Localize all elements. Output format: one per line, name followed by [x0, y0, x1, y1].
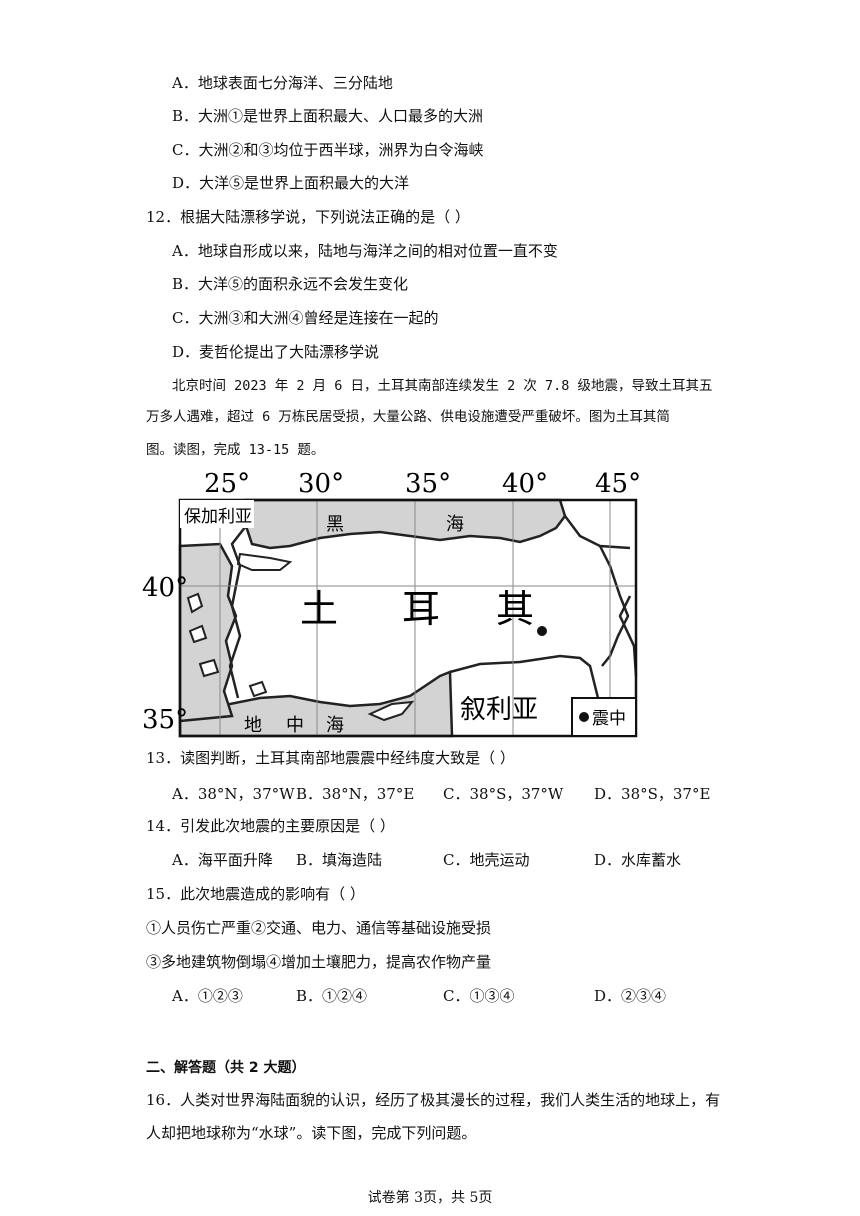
med-label-1: 地 [244, 715, 262, 736]
q11-option-d: D．大洋⑤是世界上面积最大的大洋 [172, 174, 410, 192]
lon-label-45: 45° [595, 469, 640, 499]
passage-line-1: 北京时间 2023 年 2 月 6 日，土耳其南部连续发生 2 次 7.8 级地… [172, 378, 713, 394]
gridlines [180, 500, 636, 736]
q14-stem: 14．引发此次地震的主要原因是（ ） [146, 817, 395, 835]
q14-option-d: D．水库蓄水 [594, 851, 682, 869]
q14-option-c: C．地壳运动 [443, 851, 530, 869]
med-label-2: 中 [286, 715, 304, 736]
q15-option-c: C．①③④ [443, 987, 515, 1005]
epicenter-marker [537, 626, 547, 636]
black-sea-area [243, 498, 567, 550]
q11-option-b: B．大洲①是世界上面积最大、人口最多的大洲 [172, 107, 484, 125]
q15-option-b: B．①②④ [296, 987, 368, 1005]
q12-option-c: C．大洲③和大洲④曾经是连接在一起的 [172, 309, 439, 327]
cyprus [367, 700, 415, 722]
island [186, 592, 204, 614]
q15-stem: 15．此次地震造成的影响有（ ） [146, 885, 365, 903]
legend-epicenter-icon [579, 712, 589, 722]
map-frame [178, 498, 638, 738]
q16-line-1: 16．人类对世界海陆面貌的认识，经历了极其漫长的过程，我们人类生活的地球上，有 [146, 1091, 721, 1109]
q15-statement-1: ①人员伤亡严重②交通、电力、通信等基础设施受损 [146, 919, 492, 937]
syria-label: 叙利亚 [460, 695, 538, 725]
q14-option-a: A．海平面升降 [172, 851, 273, 869]
aegean-sea-area [178, 542, 238, 723]
q16-line-2: 人却把地球称为“水球”。读下图，完成下列问题。 [146, 1124, 477, 1142]
med-label-3: 海 [326, 715, 344, 736]
q13-option-c: C．38°S，37°W [443, 785, 564, 803]
marmara-sea [236, 552, 293, 571]
lon-label-25: 25° [204, 469, 250, 499]
island [188, 624, 208, 644]
bulgaria-label-bg [180, 500, 254, 528]
q15-option-d: D．②③④ [594, 987, 667, 1005]
bulgaria-label: 保加利亚 [184, 507, 252, 527]
q12-option-b: B．大洋⑤的面积永远不会发生变化 [172, 275, 409, 293]
west-border [228, 525, 247, 699]
q12-stem: 12．根据大陆漂移学说，下列说法正确的是（ ） [146, 208, 470, 226]
turkey-label-2: 耳 [402, 587, 440, 631]
q12-option-a: A．地球自形成以来，陆地与海洋之间的相对位置一直不变 [172, 242, 558, 260]
q13-option-a: A．38°N，37°W [172, 785, 295, 803]
passage-line-3: 图。读图，完成 13-15 题。 [146, 442, 325, 458]
lat-label-40: 40° [142, 573, 188, 603]
page-footer: 试卷第 3页，共 5页 [367, 1190, 493, 1206]
island [198, 658, 220, 678]
q14-option-b: B．填海造陆 [296, 851, 383, 869]
turkey-label-1: 土 [300, 587, 338, 631]
lat-label-35: 35° [142, 705, 188, 735]
q12-option-d: D．麦哲伦提出了大陆漂移学说 [172, 343, 380, 361]
northeast-border [564, 515, 631, 550]
q15-statement-2: ③多地建筑物倒塌④增加土壤肥力，提高农作物产量 [146, 953, 492, 971]
turkey-map: 25° 30° 35° 40° 45° 40° 35° 保加利亚 黑 海 土 耳… [142, 469, 640, 738]
lon-label-30: 30° [298, 469, 344, 499]
q11-option-c: C．大洲②和③均位于西半球，洲界为白令海峡 [172, 141, 484, 159]
black-sea-label-1: 黑 [326, 514, 344, 535]
q13-option-b: B．38°N，37°E [296, 785, 415, 803]
legend-label: 震中 [592, 709, 626, 729]
section-2-title: 二、解答题（共 2 大题） [146, 1060, 306, 1076]
legend-box [571, 697, 637, 737]
lon-label-40: 40° [502, 469, 548, 499]
passage-line-2: 万多人遇难，超过 6 万栋民居受损，大量公路、供电设施遭受严重破坏。图为土耳其简 [146, 409, 670, 425]
turkey-label-3: 其 [496, 587, 534, 631]
far-east-border [618, 595, 638, 677]
q13-stem: 13．读图判断，土耳其南部地震震中经纬度大致是（ ） [146, 749, 515, 767]
island [248, 680, 268, 698]
lon-label-35: 35° [405, 469, 451, 499]
q15-option-a: A．①②③ [172, 987, 243, 1005]
black-sea-label-2: 海 [446, 514, 464, 535]
q13-option-d: D．38°S，37°E [594, 785, 711, 803]
q11-option-a: A．地球表面七分海洋、三分陆地 [172, 74, 393, 92]
